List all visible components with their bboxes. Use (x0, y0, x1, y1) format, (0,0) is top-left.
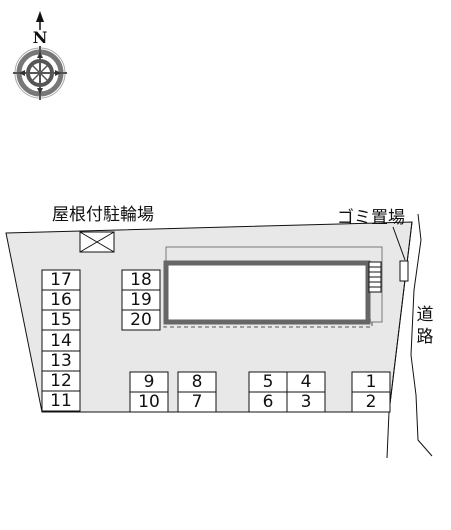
garbage-pointer-line (392, 226, 406, 261)
parking-space-17: 17 (50, 270, 72, 290)
parking-space-18: 18 (130, 270, 152, 290)
stairs-icon (368, 261, 382, 293)
road-label-1: 道 (417, 305, 434, 325)
parking-space-14: 14 (50, 331, 72, 351)
road-label-2: 路 (417, 327, 434, 347)
parking-space-13: 13 (50, 351, 72, 371)
parking-left-column: 17 16 15 14 13 12 11 (41, 269, 81, 412)
parking-space-1: 1 (366, 372, 377, 392)
parking-space-5: 5 (263, 372, 274, 392)
building (163, 246, 383, 328)
parking-space-20: 20 (130, 310, 152, 330)
parking-space-3: 3 (301, 392, 312, 412)
parking-middle-column: 18 19 20 (121, 269, 161, 331)
garbage-area-label: ゴミ置場 (337, 207, 405, 228)
parking-space-8: 8 (192, 372, 203, 392)
parking-space-15: 15 (50, 310, 72, 330)
parking-space-6: 6 (263, 392, 274, 412)
parking-space-11: 11 (50, 391, 72, 411)
parking-space-16: 16 (50, 290, 72, 310)
compass-north-arrow-icon (36, 11, 44, 22)
parking-space-10: 10 (138, 392, 160, 412)
parking-space-2: 2 (366, 392, 377, 412)
parking-bottom-row: 9 10 8 7 5 6 4 3 1 2 (129, 371, 391, 413)
parking-space-4: 4 (301, 372, 312, 392)
compass-icon: N (13, 11, 67, 100)
bicycle-parking-label: 屋根付駐輪場 (52, 205, 154, 225)
parking-space-19: 19 (130, 290, 152, 310)
compass-north-label: N (33, 28, 48, 47)
bicycle-parking-icon (79, 231, 115, 253)
parking-space-9: 9 (144, 372, 155, 392)
parking-space-7: 7 (192, 392, 203, 412)
parking-space-12: 12 (50, 371, 72, 391)
garbage-area-icon (399, 260, 409, 282)
